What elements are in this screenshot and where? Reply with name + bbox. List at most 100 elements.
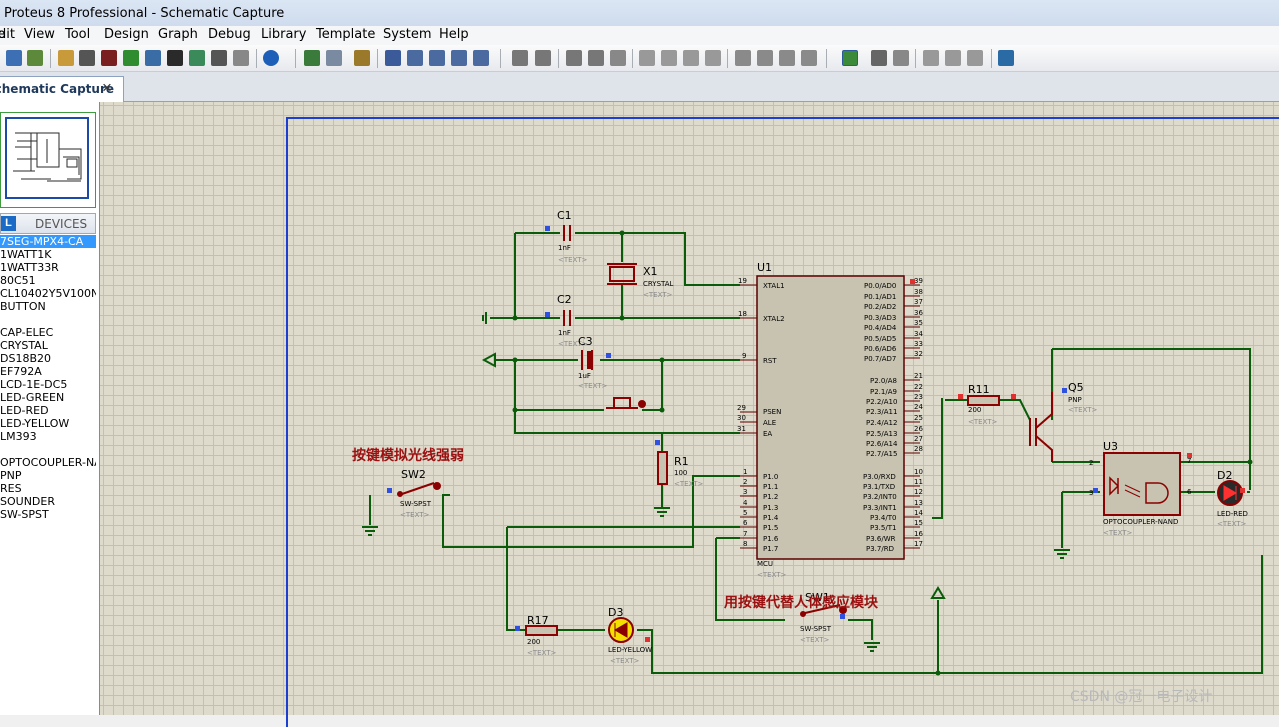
svg-text:<TEXT>: <TEXT> [757, 571, 787, 579]
device-list-item[interactable]: DS18B20 [0, 352, 51, 365]
svg-text:P1.4: P1.4 [763, 514, 779, 522]
grid-icon[interactable] [326, 50, 342, 66]
svg-text:<TEXT>: <TEXT> [610, 657, 640, 665]
device-list-item[interactable]: SW-SPST [0, 508, 49, 521]
device-list-item[interactable] [0, 313, 96, 326]
block-rotate-icon[interactable] [683, 50, 699, 66]
svg-text:MCU: MCU [757, 560, 773, 568]
overview-window[interactable] [0, 112, 96, 208]
svg-text:P1.0: P1.0 [763, 473, 778, 481]
device-list-item[interactable]: LM393 [0, 430, 37, 443]
package-tool-icon[interactable] [779, 50, 795, 66]
close-tab-icon[interactable]: × [102, 78, 112, 97]
copy-icon[interactable] [588, 50, 604, 66]
svg-text:U3: U3 [1103, 440, 1118, 453]
netlist-icon[interactable] [998, 50, 1014, 66]
redo-icon[interactable] [535, 50, 551, 66]
tab-schematic-capture[interactable]: Schematic Capture × [0, 76, 124, 102]
save-icon[interactable] [6, 50, 22, 66]
library-button[interactable]: L [1, 216, 16, 231]
device-list-item[interactable]: CAP-ELEC [0, 326, 54, 339]
menu-design[interactable]: Design [104, 27, 149, 42]
undo-icon[interactable] [512, 50, 528, 66]
device-list-item[interactable]: LED-YELLOW [0, 417, 70, 430]
menu-system[interactable]: System [383, 27, 432, 42]
home-icon[interactable] [58, 50, 74, 66]
property-tool-icon[interactable] [893, 50, 909, 66]
import-icon[interactable] [27, 50, 43, 66]
svg-text:P0.3/AD3: P0.3/AD3 [864, 314, 896, 322]
cut-icon[interactable] [566, 50, 582, 66]
exit-parent-icon[interactable] [967, 50, 983, 66]
source-icon[interactable] [233, 50, 249, 66]
bom-icon[interactable] [189, 50, 205, 66]
device-list-item[interactable]: CL10402Y5V100N [0, 287, 96, 300]
make-device-icon[interactable] [757, 50, 773, 66]
3d-icon[interactable] [123, 50, 139, 66]
block-delete-icon[interactable] [705, 50, 721, 66]
toolbar [0, 45, 1279, 72]
zoom-in-icon[interactable] [407, 50, 423, 66]
schematic-icon[interactable] [79, 50, 95, 66]
u1-body[interactable] [756, 275, 905, 560]
paste-icon[interactable] [610, 50, 626, 66]
gerber-icon[interactable] [145, 50, 161, 66]
svg-text:P1.2: P1.2 [763, 493, 778, 501]
decompose-icon[interactable] [801, 50, 817, 66]
origin-icon[interactable] [354, 50, 370, 66]
svg-text:5: 5 [743, 509, 747, 517]
pcb-icon[interactable] [101, 50, 117, 66]
device-list-item[interactable]: 80C51 [0, 274, 36, 287]
refresh-icon[interactable] [304, 50, 320, 66]
menu-file[interactable]: ile [0, 27, 6, 42]
menu-bar: ile dit View Tool Design Graph Debug Lib… [0, 26, 1279, 45]
menu-tool[interactable]: Tool [65, 27, 91, 42]
zoom-out-icon[interactable] [429, 50, 445, 66]
device-list-item[interactable]: LCD-1E-DC5 [0, 378, 68, 391]
search-icon[interactable] [871, 50, 887, 66]
menu-debug[interactable]: Debug [208, 27, 251, 42]
pan-icon[interactable] [385, 50, 401, 66]
block-copy-icon[interactable] [639, 50, 655, 66]
menu-help[interactable]: Help [439, 27, 469, 42]
svg-text:11: 11 [914, 478, 923, 486]
device-list-item[interactable]: RES [0, 482, 22, 495]
sheet-border [286, 117, 1279, 727]
help-icon[interactable] [263, 50, 279, 66]
device-list-item[interactable]: OPTOCOUPLER-NAND [0, 456, 96, 469]
notes-icon[interactable] [211, 50, 227, 66]
svg-text:100: 100 [674, 469, 687, 477]
menu-template[interactable]: Template [316, 27, 376, 42]
device-list-item[interactable] [0, 443, 96, 456]
new-sheet-icon[interactable] [923, 50, 939, 66]
device-list-item[interactable]: SOUNDER [0, 495, 55, 508]
overview-viewport[interactable] [5, 117, 89, 199]
menu-edit[interactable]: dit [0, 27, 15, 42]
pick-device-icon[interactable] [735, 50, 751, 66]
design-explorer-icon[interactable] [167, 50, 183, 66]
zoom-all-icon[interactable] [451, 50, 467, 66]
device-list-item[interactable]: LED-RED [0, 404, 49, 417]
device-list-item[interactable]: PNP [0, 469, 22, 482]
menu-graph[interactable]: Graph [158, 27, 198, 42]
menu-library[interactable]: Library [261, 27, 307, 42]
device-list-item[interactable]: CRYSTAL [0, 339, 48, 352]
device-list-item[interactable]: BUTTON [0, 300, 46, 313]
menu-view[interactable]: View [24, 27, 55, 42]
window-title: Proteus 8 Professional - Schematic Captu… [4, 6, 285, 21]
block-move-icon[interactable] [661, 50, 677, 66]
zoom-area-icon[interactable] [473, 50, 489, 66]
svg-text:P2.1/A9: P2.1/A9 [870, 388, 897, 396]
device-list-item[interactable]: LED-GREEN [0, 391, 65, 404]
device-list-item[interactable]: EF792A [0, 365, 42, 378]
remove-sheet-icon[interactable] [945, 50, 961, 66]
device-list-item[interactable]: 7SEG-MPX4-CA [0, 235, 96, 248]
svg-text:<TEXT>: <TEXT> [578, 382, 608, 390]
wire-autorouter-icon[interactable] [842, 50, 858, 66]
device-list-item[interactable]: 1WATT1K [0, 248, 52, 261]
device-list-item[interactable]: 1WATT33R [0, 261, 59, 274]
